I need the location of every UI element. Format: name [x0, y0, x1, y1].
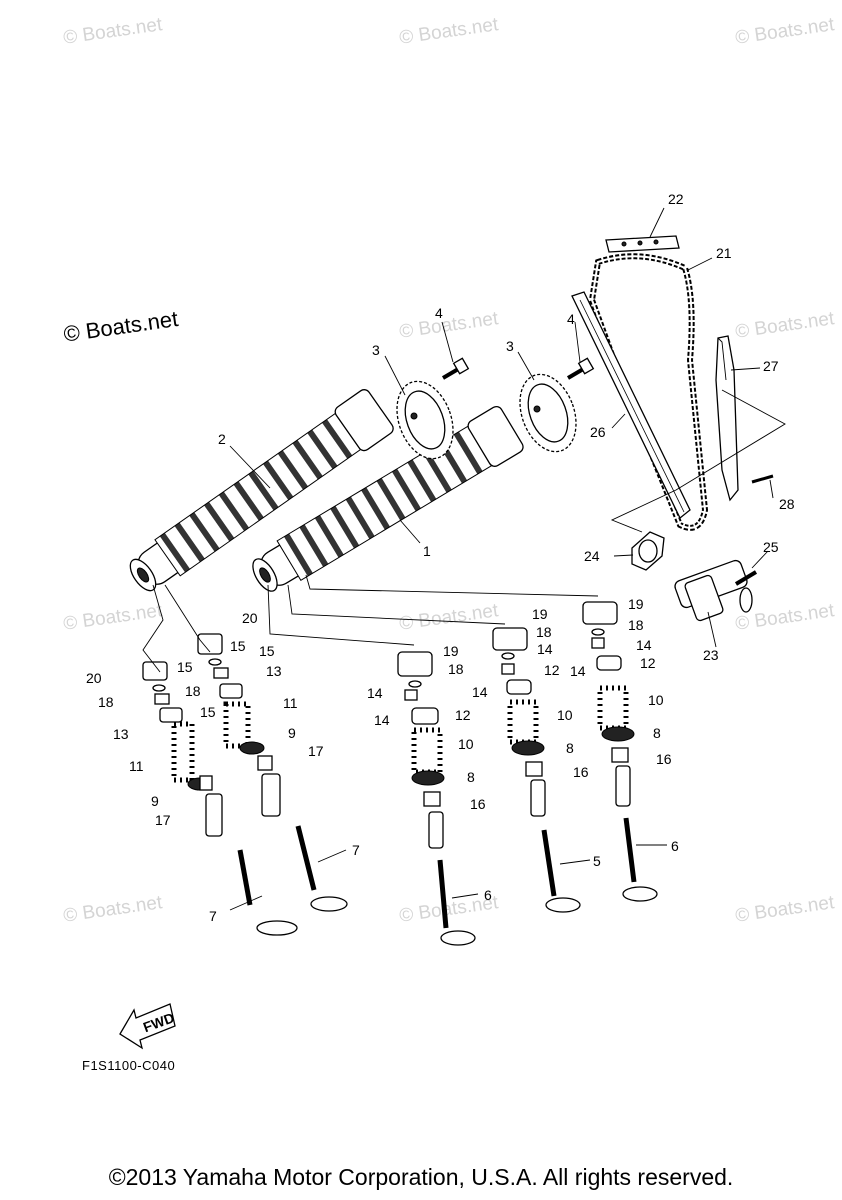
diagram-code: F1S1100-C040 — [82, 1058, 176, 1073]
callout-numbers: 1 2 3 3 4 4 5 6 6 7 7 8 8 8 9 9 10 10 10… — [86, 191, 795, 924]
callout: 20 — [86, 670, 102, 686]
callout: 8 — [467, 769, 475, 785]
callout: 18 — [628, 617, 644, 633]
callout: 14 — [570, 663, 586, 679]
callout: 27 — [763, 358, 779, 374]
callout: 13 — [113, 726, 129, 742]
valve-train-a — [142, 661, 298, 936]
chain-tensioner-23 — [674, 559, 753, 622]
callout: 18 — [185, 683, 201, 699]
callout: 11 — [283, 695, 298, 711]
valve-train-b — [197, 633, 348, 912]
callout: 18 — [448, 661, 464, 677]
callout: 10 — [557, 707, 573, 723]
callout: 9 — [151, 793, 159, 809]
callout: 10 — [648, 692, 664, 708]
pin-28 — [751, 474, 774, 484]
callout: 23 — [703, 647, 719, 663]
callout: 15 — [259, 643, 275, 659]
callout: 22 — [668, 191, 684, 207]
callout: 7 — [209, 908, 217, 924]
callout: 3 — [506, 338, 514, 354]
timing-chain — [588, 253, 709, 531]
callout: 18 — [98, 694, 114, 710]
camshaft-1 — [252, 405, 524, 592]
callout: 4 — [435, 305, 443, 321]
callout: 20 — [242, 610, 258, 626]
callout: 15 — [200, 704, 216, 720]
gasket-24 — [631, 531, 665, 571]
callout: 12 — [640, 655, 656, 671]
callout: 14 — [636, 637, 652, 653]
callout: 9 — [288, 725, 296, 741]
callout: 14 — [472, 684, 488, 700]
callout: 21 — [716, 245, 732, 261]
chain-guide-22 — [605, 235, 680, 253]
callout: 18 — [536, 624, 552, 640]
tensioner-guide-27 — [715, 335, 739, 502]
reference-brackets — [142, 389, 786, 673]
bolt-4-left — [441, 357, 470, 380]
callout: 7 — [352, 842, 360, 858]
callout: 12 — [544, 662, 560, 678]
callout: 25 — [763, 539, 779, 555]
callout: 2 — [218, 431, 226, 447]
callout: 15 — [230, 638, 246, 654]
callout: 28 — [779, 496, 795, 512]
callout: 14 — [537, 641, 553, 657]
callout: 24 — [584, 548, 600, 564]
callout: 13 — [266, 663, 282, 679]
callout: 14 — [367, 685, 383, 701]
callout: 10 — [458, 736, 474, 752]
callout: 16 — [470, 796, 486, 812]
camshaft-2 — [129, 389, 394, 592]
bolt-4-right — [566, 357, 595, 380]
cam-sprocket-left — [396, 380, 454, 460]
callout: 19 — [443, 643, 459, 659]
fwd-arrow-icon: FWD — [119, 1003, 176, 1050]
bolt-25 — [734, 570, 758, 586]
callout: 1 — [423, 543, 431, 559]
valve-train-c — [397, 651, 476, 946]
callout: 5 — [593, 853, 601, 869]
callout: 6 — [484, 887, 492, 903]
callout: 17 — [155, 812, 171, 828]
callout: 19 — [532, 606, 548, 622]
callout: 8 — [653, 725, 661, 741]
valve-train-e — [582, 601, 658, 902]
cam-sprocket-right — [519, 373, 577, 453]
callout: 16 — [573, 764, 589, 780]
copyright-notice: ©2013 Yamaha Motor Corporation, U.S.A. A… — [108, 1164, 734, 1190]
callout: 16 — [656, 751, 672, 767]
chain-guide-26 — [571, 291, 691, 520]
callout: 14 — [374, 712, 390, 728]
callout: 6 — [671, 838, 679, 854]
valve-train-d — [492, 627, 581, 913]
callout: 26 — [590, 424, 606, 440]
callout: 19 — [628, 596, 644, 612]
callout: 3 — [372, 342, 380, 358]
callout: 17 — [308, 743, 324, 759]
callout: 11 — [129, 758, 144, 774]
callout: 8 — [566, 740, 574, 756]
leader-lines — [229, 207, 774, 911]
callout: 4 — [567, 311, 575, 327]
callout: 12 — [455, 707, 471, 723]
callout: 15 — [177, 659, 193, 675]
